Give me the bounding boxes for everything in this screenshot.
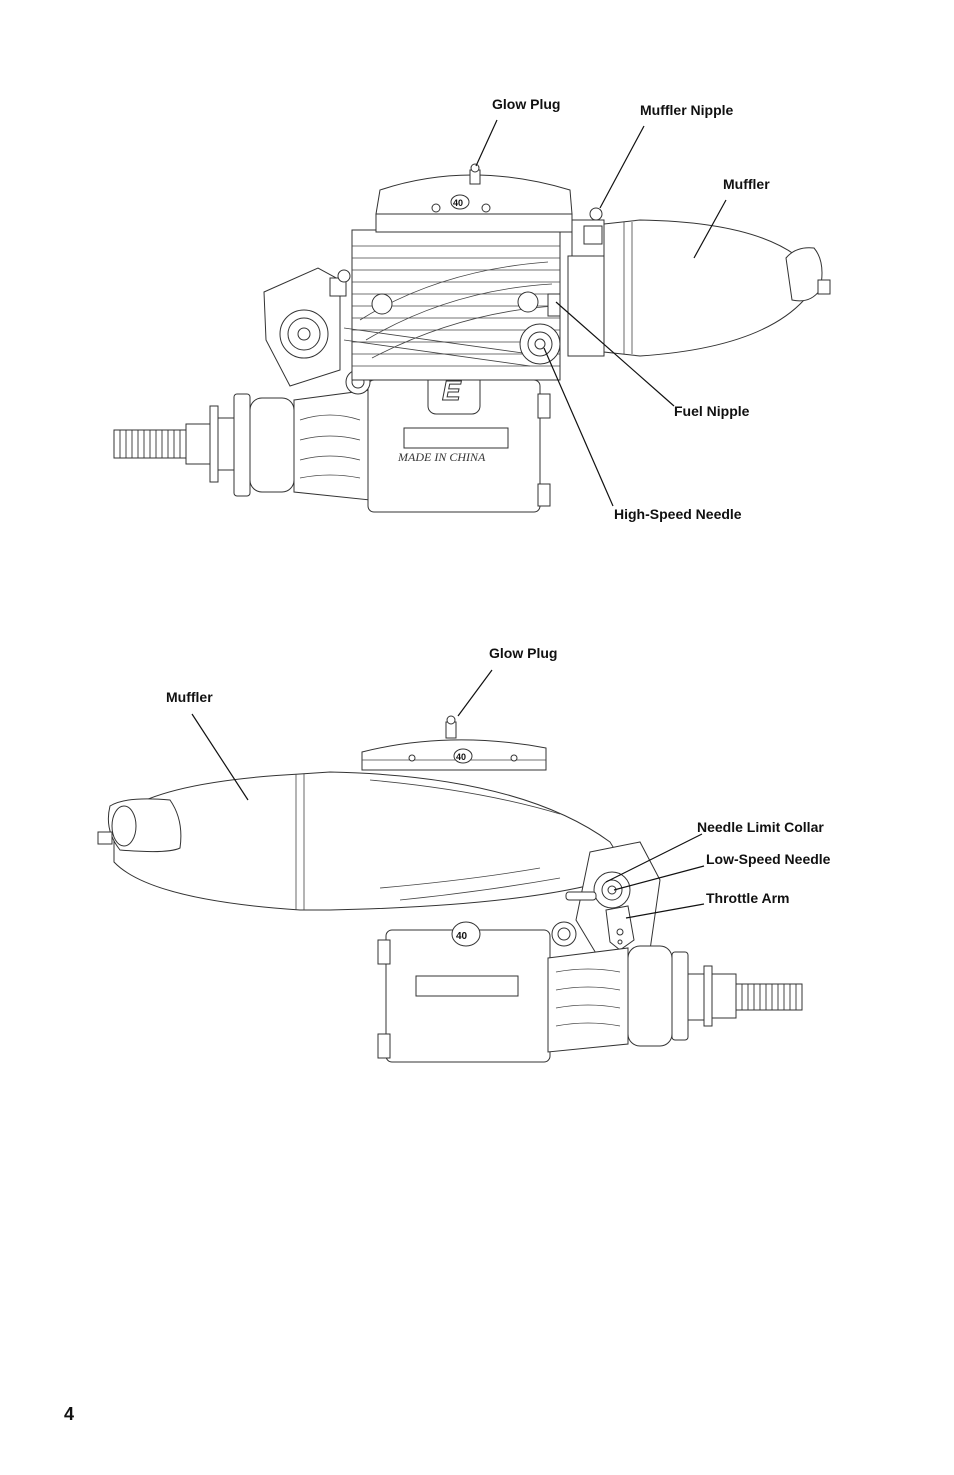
top-logo-mark: E — [442, 375, 462, 406]
label-muffler-nipple: Muffler Nipple — [640, 102, 734, 118]
bottom-head-number: 40 — [456, 752, 466, 762]
label-low-speed-needle: Low-Speed Needle — [706, 851, 831, 867]
top-leader-lines — [475, 119, 727, 507]
bottom-crankcase-number: 40 — [456, 931, 468, 942]
label-glow-plug-bottom: Glow Plug — [489, 645, 557, 661]
top-prop-shaft — [113, 405, 235, 483]
bottom-muffler — [113, 771, 618, 911]
label-needle-limit-collar: Needle Limit Collar — [697, 819, 824, 835]
top-head-number: 40 — [453, 198, 463, 208]
bottom-engine-drawing: 40 40 — [97, 715, 803, 1063]
label-high-speed-needle: High-Speed Needle — [614, 506, 742, 522]
bottom-prop-shaft-thread — [741, 984, 797, 1010]
label-fuel-nipple: Fuel Nipple — [674, 403, 750, 419]
label-muffler-bottom: Muffler — [166, 689, 213, 705]
top-cylinder-fins — [352, 245, 560, 367]
label-muffler-top: Muffler — [723, 176, 770, 192]
top-engine-drawing: MADE IN CHINA E — [113, 163, 831, 513]
label-throttle-arm: Throttle Arm — [706, 890, 789, 906]
label-glow-plug-top: Glow Plug — [492, 96, 560, 112]
page-number: 4 — [64, 1404, 75, 1424]
bottom-leader-lines — [191, 669, 705, 919]
top-muffler — [603, 219, 806, 357]
top-crankcase-marking: MADE IN CHINA — [397, 450, 486, 464]
